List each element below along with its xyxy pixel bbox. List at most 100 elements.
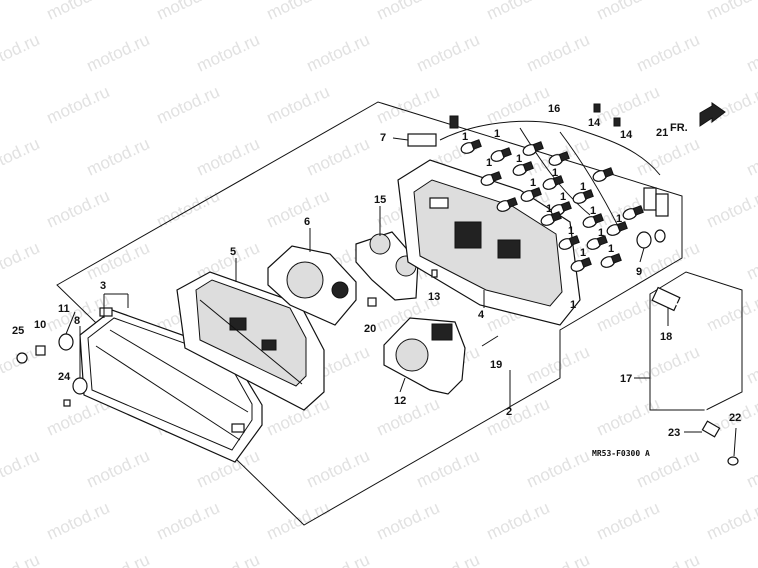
watermark-text: motod.ru	[524, 30, 593, 76]
bulb-socket	[522, 161, 534, 172]
watermark-text: motod.ru	[0, 498, 2, 544]
callout-18: 18	[660, 331, 672, 343]
watermark-text: motod.ru	[0, 550, 42, 568]
watermark-text: motod.ru	[374, 498, 443, 544]
callout-13: 13	[428, 291, 440, 303]
front-direction-arrow: FR.	[670, 102, 726, 134]
watermark-text: motod.ru	[374, 0, 443, 24]
watermark-text: motod.ru	[44, 498, 113, 544]
watermark-text: motod.ru	[744, 134, 758, 180]
callout-4: 4	[478, 309, 485, 321]
bulb-socket	[558, 151, 570, 162]
bulb-socket	[500, 147, 512, 158]
callout-1: 1	[616, 213, 622, 225]
part-7-connector	[407, 115, 459, 147]
watermark-text: motod.ru	[84, 134, 153, 180]
callout-15: 15	[374, 194, 386, 206]
front-direction-label: FR.	[670, 122, 688, 134]
part-16-wiring-harness	[439, 120, 669, 231]
callout-1: 1	[486, 157, 492, 169]
watermark-text: motod.ru	[594, 82, 663, 128]
watermark-text: motod.ru	[594, 498, 663, 544]
callout-12: 12	[394, 395, 406, 407]
watermark-text: motod.ru	[84, 30, 153, 76]
callout-23: 23	[668, 427, 680, 439]
watermark-text: motod.ru	[44, 186, 113, 232]
callout-24: 24	[58, 371, 71, 383]
part-14-screws	[593, 103, 621, 127]
watermark-text: motod.ru	[414, 550, 483, 568]
watermark-text: motod.ru	[84, 550, 153, 568]
bulb-socket	[616, 221, 628, 232]
part-9-grommet	[636, 229, 666, 249]
bulb-socket	[506, 197, 518, 208]
callout-1: 1	[552, 167, 558, 179]
callout-1: 1	[598, 227, 604, 239]
callout-1: 1	[494, 128, 500, 140]
bulb-socket	[592, 213, 604, 224]
leader-lines	[65, 137, 737, 457]
callout-8: 8	[74, 315, 80, 327]
watermark-text: motod.ru	[594, 0, 663, 24]
watermark-text: motod.ru	[704, 186, 758, 232]
watermark-text: motod.ru	[484, 498, 553, 544]
watermark-text: motod.ru	[634, 30, 703, 76]
callout-19: 19	[490, 359, 502, 371]
watermark-text: motod.ru	[0, 446, 42, 492]
watermark-text: motod.ru	[0, 30, 42, 76]
watermark-text: motod.ru	[634, 342, 703, 388]
watermark-text: motod.ru	[84, 238, 153, 284]
watermark-text: motod.ru	[414, 446, 483, 492]
callout-6: 6	[304, 216, 310, 228]
watermark-text: motod.ru	[154, 82, 223, 128]
callout-20: 20	[364, 323, 376, 335]
callout-1: 1	[462, 131, 468, 143]
watermark-text: motod.ru	[304, 446, 373, 492]
watermark-text: motod.ru	[0, 290, 2, 336]
bulb-socket	[596, 235, 608, 246]
watermark-text: motod.ru	[484, 0, 553, 24]
watermark-text: motod.ru	[704, 290, 758, 336]
callout-10: 10	[34, 319, 46, 331]
watermark-text: motod.ru	[264, 0, 333, 24]
bulb-socket	[580, 257, 592, 268]
callout-1: 1	[568, 225, 574, 237]
watermark-text: motod.ru	[484, 394, 553, 440]
callout-14-a: 14	[588, 117, 601, 129]
callout-1: 1	[516, 153, 522, 165]
part-5-housing	[176, 271, 325, 411]
watermark-text: motod.ru	[484, 82, 553, 128]
watermark-text: motod.ru	[744, 30, 758, 76]
watermark-text: motod.ru	[744, 446, 758, 492]
callout-1: 1	[580, 181, 586, 193]
watermark-text: motod.ru	[744, 238, 758, 284]
bulb-socket	[490, 171, 502, 182]
bulb-socket	[552, 175, 564, 186]
cable-assembly-boundary	[649, 271, 743, 411]
callout-21: 21	[656, 127, 668, 139]
callout-17: 17	[620, 373, 632, 385]
watermark-text: motod.ru	[744, 342, 758, 388]
watermark-text: motod.ru	[374, 82, 443, 128]
watermark-text: motod.ru	[154, 0, 223, 24]
bulb-socket	[610, 253, 622, 264]
callout-labels: 3 5 6 15 7 16 14 14 21 9 1 4 13 20 19 12…	[12, 103, 741, 439]
bulb-socket	[602, 167, 614, 178]
callout-1: 1	[560, 191, 566, 203]
watermark-text: motod.ru	[594, 394, 663, 440]
watermark-text: motod.ru	[154, 498, 223, 544]
bulb-socket	[582, 189, 594, 200]
watermark-text: motod.ru	[704, 498, 758, 544]
callout-11: 11	[58, 303, 70, 315]
watermark-text: motod.ru	[634, 550, 703, 568]
bulb-socket	[470, 139, 482, 150]
bulb-socket	[560, 201, 572, 212]
callout-5: 5	[230, 246, 236, 258]
callout-16: 16	[548, 103, 560, 115]
watermark-text: motod.ru	[194, 30, 263, 76]
callout-25: 25	[12, 325, 24, 337]
watermark-text: motod.ru	[194, 550, 263, 568]
watermark-text: motod.ru	[524, 550, 593, 568]
